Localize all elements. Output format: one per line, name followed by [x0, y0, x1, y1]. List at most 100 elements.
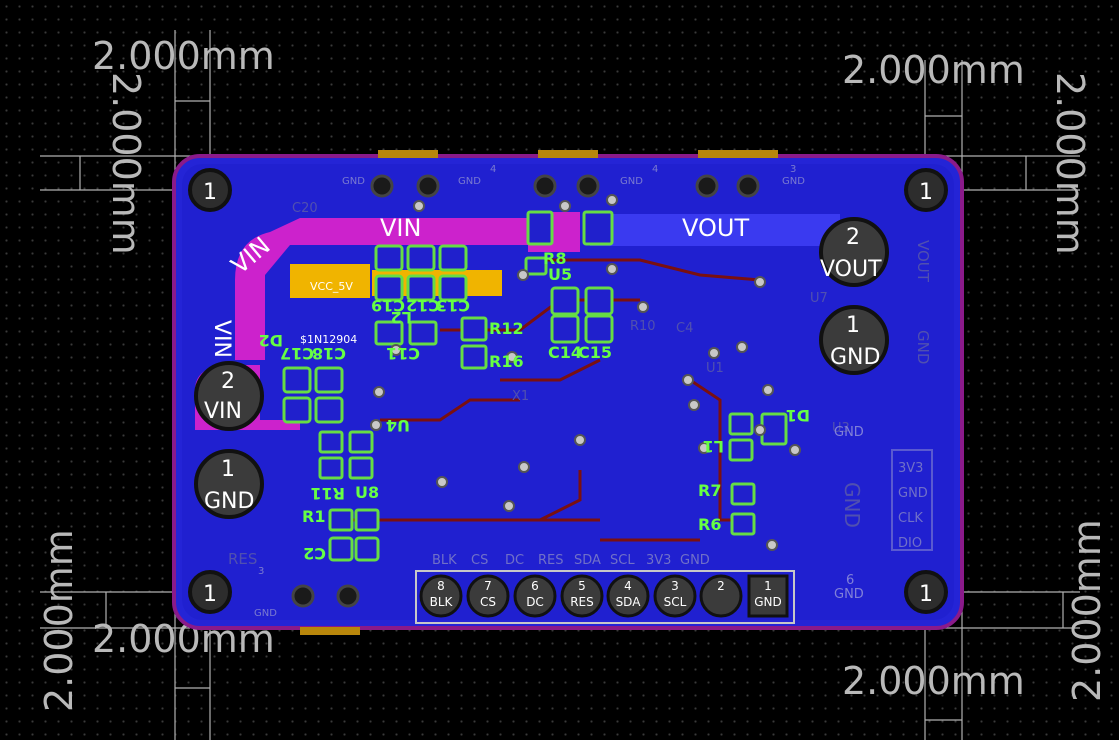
svg-text:3: 3: [671, 579, 679, 593]
svg-text:C12: C12: [406, 296, 440, 315]
vin-pad-label: VIN: [204, 399, 242, 424]
top-connector-tabs: [300, 150, 778, 635]
vin-net-label: VIN: [380, 214, 421, 242]
svg-text:GND: GND: [254, 608, 277, 619]
svg-text:C2: C2: [303, 544, 326, 563]
dim-bottom-left-v: 2.000mm: [37, 529, 81, 712]
svg-text:R8: R8: [543, 249, 566, 268]
dim-top-right-h: 2.000mm: [842, 48, 1025, 92]
svg-text:GND: GND: [754, 595, 782, 609]
svg-text:R11: R11: [310, 484, 345, 503]
hole-label-bl: 1: [203, 582, 217, 607]
svg-text:U4: U4: [386, 416, 410, 435]
gnd-left-pad-label: GND: [204, 489, 254, 514]
dim-top-left-h: 2.000mm: [92, 34, 275, 78]
header-outline: [415, 570, 795, 624]
svg-text:6: 6: [531, 579, 539, 593]
net-1n12904-label: $1N12904: [300, 333, 357, 346]
svg-text:C18: C18: [312, 344, 346, 363]
hole-label-tr: 1: [919, 180, 933, 205]
vin-net-label-vert: VIN: [209, 320, 234, 358]
svg-text:GND: GND: [840, 482, 864, 528]
svg-text:L1: L1: [703, 437, 724, 456]
svg-text:3V3: 3V3: [898, 461, 923, 476]
svg-text:6: 6: [846, 573, 854, 588]
power-pads: [194, 217, 889, 519]
svg-text:RES: RES: [538, 553, 564, 568]
svg-text:CS: CS: [480, 595, 496, 609]
svg-text:C19: C19: [371, 296, 405, 315]
vcc-pad: [290, 264, 370, 298]
svg-text:R16: R16: [489, 352, 524, 371]
svg-text:4: 4: [490, 164, 496, 175]
svg-text:DC: DC: [526, 595, 544, 609]
gnd-right-pad-label: GND: [830, 345, 880, 370]
hole-label-br: 1: [919, 582, 933, 607]
svg-text:CLK: CLK: [898, 511, 923, 526]
svg-text:C13: C13: [436, 296, 470, 315]
svg-text:GND: GND: [342, 176, 365, 187]
svg-text:3: 3: [258, 566, 264, 577]
svg-text:D1: D1: [786, 406, 810, 425]
svg-text:BLK: BLK: [432, 553, 457, 568]
svg-text:GND: GND: [834, 425, 864, 440]
gnd-right-pad-num: 1: [846, 313, 860, 338]
side-silk-labels: 3V3 GND CLK DIO: [898, 461, 928, 551]
svg-text:U3: U3: [832, 421, 850, 436]
smd-pads: [282, 210, 788, 562]
svg-text:5: 5: [578, 579, 586, 593]
svg-text:RES: RES: [228, 550, 257, 568]
svg-text:SDA: SDA: [616, 595, 642, 609]
svg-text:C17: C17: [280, 344, 314, 363]
svg-text:C20: C20: [292, 201, 318, 216]
svg-text:DC: DC: [505, 553, 524, 568]
vout-pad-label: VOUT: [820, 257, 882, 282]
svg-text:U5: U5: [548, 265, 572, 284]
connector-small-labels: GND GND GND GND GND 4 4 3 3: [254, 164, 805, 619]
svg-text:CS: CS: [471, 553, 488, 568]
dim-bottom-right-v: 2.000mm: [1065, 519, 1109, 702]
svg-text:2: 2: [717, 579, 725, 593]
svg-text:BLK: BLK: [430, 595, 454, 609]
hole-label-tl: 1: [203, 180, 217, 205]
dim-bottom-right-h: 2.000mm: [842, 659, 1025, 703]
svg-text:GND: GND: [680, 553, 710, 568]
svg-text:C4: C4: [676, 321, 693, 336]
svg-text:SCL: SCL: [664, 595, 687, 609]
svg-text:C14: C14: [548, 343, 582, 362]
svg-text:SDA: SDA: [574, 553, 601, 568]
svg-text:GND: GND: [458, 176, 481, 187]
mounting-holes: [188, 168, 948, 614]
svg-text:4: 4: [624, 579, 632, 593]
svg-text:R6: R6: [698, 515, 721, 534]
vcc-net-label: VCC_5V: [310, 280, 353, 293]
dim-top-left-v: 2.000mm: [104, 72, 148, 255]
svg-text:GND: GND: [620, 176, 643, 187]
svg-text:GND: GND: [834, 587, 864, 602]
vin-pad-num: 2: [221, 369, 235, 394]
vout-pad-num: 2: [846, 225, 860, 250]
svg-text:1: 1: [764, 579, 772, 593]
svg-text:SCL: SCL: [610, 553, 635, 568]
svg-text:R7: R7: [698, 481, 721, 500]
svg-text:U8: U8: [355, 483, 379, 502]
svg-text:3: 3: [790, 164, 796, 175]
svg-text:R12: R12: [489, 319, 524, 338]
svg-text:D2: D2: [259, 331, 283, 350]
svg-text:4: 4: [652, 164, 658, 175]
svg-text:GND: GND: [898, 486, 928, 501]
dim-top-right-v: 2.000mm: [1048, 72, 1092, 255]
bottom-silk-labels: R10 C4 U7 U1 X1 U3 C20 RES VOUT GND GND …: [228, 201, 932, 602]
svg-text:R10: R10: [630, 319, 656, 334]
top-connector-pins: [291, 174, 760, 608]
svg-text:3V3: 3V3: [646, 553, 671, 568]
svg-text:VOUT: VOUT: [914, 240, 932, 283]
svg-text:DIO: DIO: [898, 536, 922, 551]
svg-text:7: 7: [484, 579, 492, 593]
side-silk-box: [891, 449, 933, 551]
svg-text:GND: GND: [914, 330, 932, 364]
vias: [370, 194, 801, 551]
